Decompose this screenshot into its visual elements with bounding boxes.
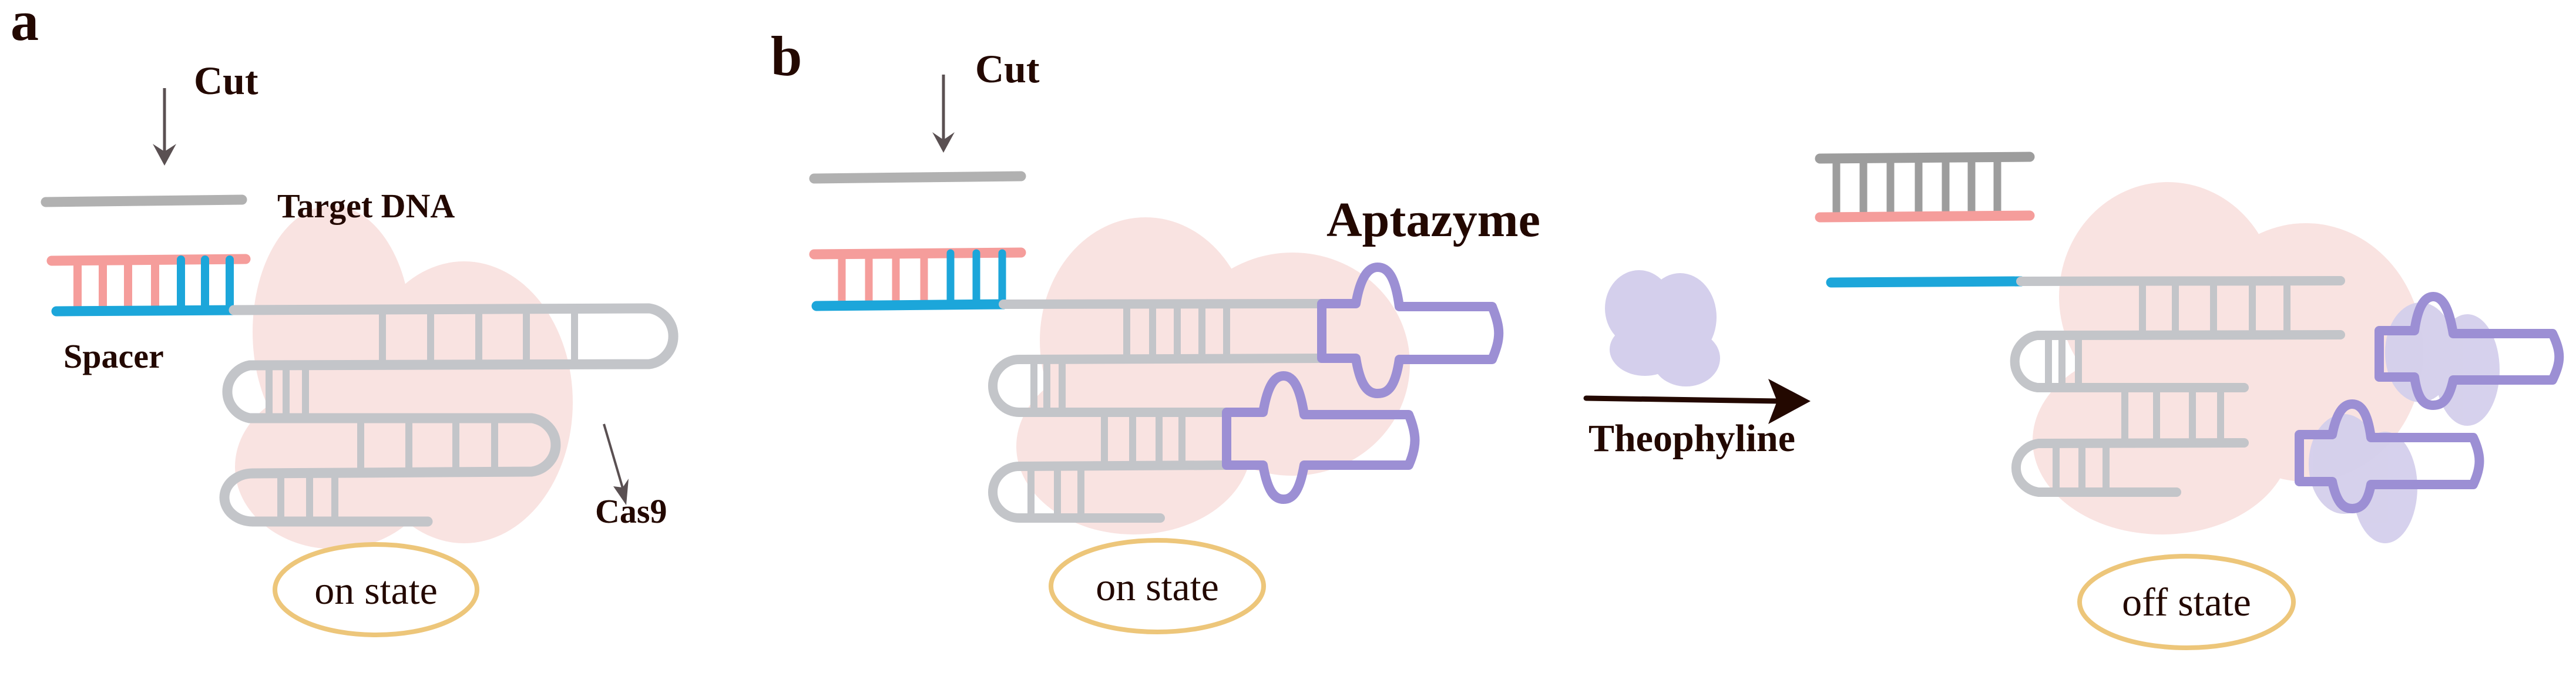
on-state-ring-b — [1049, 538, 1266, 634]
cleaved-aptazyme-2 — [2295, 399, 2484, 513]
spacer-strand — [1826, 276, 2026, 288]
base-pairs-blue — [177, 255, 234, 314]
aptazyme-label: Aptazyme — [1326, 193, 1540, 247]
cas9-blob — [1016, 217, 1410, 534]
panel-b-on: b Cut Aptazyme — [771, 25, 1540, 634]
cut-arrow-icon — [932, 75, 955, 153]
aptazyme-1 — [1317, 263, 1504, 398]
target-dna-strand — [809, 171, 1026, 184]
spacer-label: Spacer — [63, 337, 164, 375]
target-dna-label: Target DNA — [277, 187, 455, 225]
panel-a: a Cut Target DNA Spacer — [11, 0, 679, 637]
cleaved-aptazyme-1 — [2375, 292, 2564, 410]
cas9-pointer-arrow-icon — [603, 423, 629, 505]
cut-label-b: Cut — [975, 46, 1040, 91]
sgrna-scaffold — [988, 299, 1326, 523]
cas9-label: Cas9 — [595, 492, 667, 530]
panel-b-off: off state — [1815, 152, 2564, 650]
theophylline-label: Theophyline — [1588, 417, 1795, 460]
cleaved-target-duplex — [1815, 152, 2035, 223]
on-state-ring-a — [273, 542, 479, 637]
panel-letter-b: b — [771, 25, 802, 88]
aptazyme-2 — [1222, 371, 1420, 504]
sgrna-scaffold — [219, 303, 679, 527]
on-state-label-a: on state — [314, 568, 438, 613]
base-pairs-pink — [73, 257, 159, 315]
target-strand-segment — [46, 254, 251, 266]
guide-target-duplex — [809, 247, 1026, 311]
off-state-ring — [2077, 554, 2296, 650]
sgrna-scaffold — [2010, 276, 2345, 497]
cas9-lobe — [235, 385, 435, 549]
target-dna-strand — [41, 194, 247, 207]
guide-target-duplex — [46, 254, 251, 317]
cut-label-a: Cut — [194, 58, 258, 103]
panel-letter-a: a — [11, 0, 39, 52]
cut-arrow-icon — [153, 88, 176, 166]
transition: Theophyline — [1583, 270, 1811, 460]
theophylline-molecule-icon — [1605, 270, 1720, 386]
on-state-label-b: on state — [1096, 564, 1219, 609]
off-state-label: off state — [2122, 580, 2251, 624]
reaction-arrow-icon — [1583, 379, 1811, 424]
